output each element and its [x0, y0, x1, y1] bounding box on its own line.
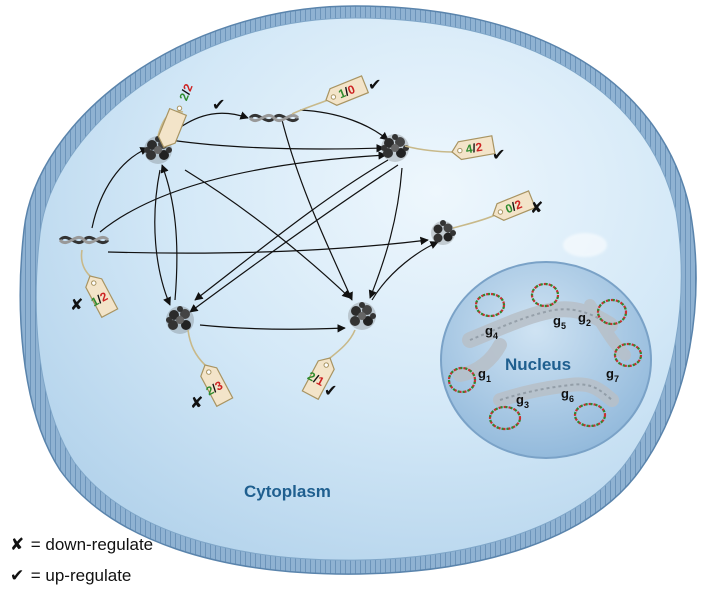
protein-cluster [431, 220, 456, 245]
gene-label-g2: g2 [578, 310, 591, 328]
tag: 0/2 [492, 190, 537, 222]
tag-count: 4/2 [465, 140, 484, 157]
tag: 1/0 [325, 75, 370, 107]
gene-label-g3: g3 [516, 392, 529, 410]
cytoplasm-highlight [563, 233, 607, 257]
gene-label-g4: g4 [485, 323, 498, 341]
up-regulate-mark: ✔ [324, 381, 337, 400]
down-regulate-legend-text: = down-regulate [30, 535, 154, 554]
tag: 2/3 [200, 364, 234, 408]
tag-count: 2/2 [176, 82, 195, 103]
protein-cluster [166, 306, 194, 334]
gene-labels: g1 g2 g3 g4 g5 g6 g7 [478, 310, 619, 410]
protein-cluster [348, 302, 376, 330]
tag-count: 0/2 [503, 197, 524, 216]
up-regulate-mark: ✔ [492, 145, 505, 164]
gene-label-g7: g7 [606, 366, 619, 384]
gene-loops [447, 282, 643, 431]
nucleus-label: Nucleus [505, 355, 571, 374]
interaction-arrows [91, 109, 439, 333]
tag: 2/1 [301, 357, 335, 401]
up-regulate-legend-text: = up-regulate [30, 566, 132, 585]
gene-label-g5: g5 [553, 313, 566, 331]
down-regulate-mark: ✘ [530, 198, 543, 217]
rna-helix [248, 113, 300, 123]
tag: 4/2 [451, 135, 496, 161]
up-regulate-mark: ✔ [212, 95, 225, 114]
down-regulate-mark: ✘ [70, 295, 83, 314]
up-regulate-mark: ✔ [368, 75, 381, 94]
chromatin [453, 299, 631, 407]
legend-up: ✔ = up-regulate [10, 566, 131, 586]
tag: 2/2 [157, 82, 196, 148]
tag-count: 1/0 [336, 82, 357, 101]
gene-label-g6: g6 [561, 386, 574, 404]
down-regulate-legend-icon: ✘ [10, 535, 25, 555]
gene-label-g1: g1 [478, 366, 491, 384]
protein-cluster [381, 134, 409, 162]
rna-helix [58, 235, 110, 245]
down-regulate-mark: ✘ [190, 393, 203, 412]
tag: 1/2 [85, 275, 119, 319]
up-regulate-legend-icon: ✔ [10, 566, 25, 586]
cytoplasm-label: Cytoplasm [244, 482, 331, 501]
legend-down: ✘ = down-regulate [10, 535, 153, 555]
tag-count: 1/2 [89, 289, 111, 309]
tag-strings [80, 99, 496, 366]
